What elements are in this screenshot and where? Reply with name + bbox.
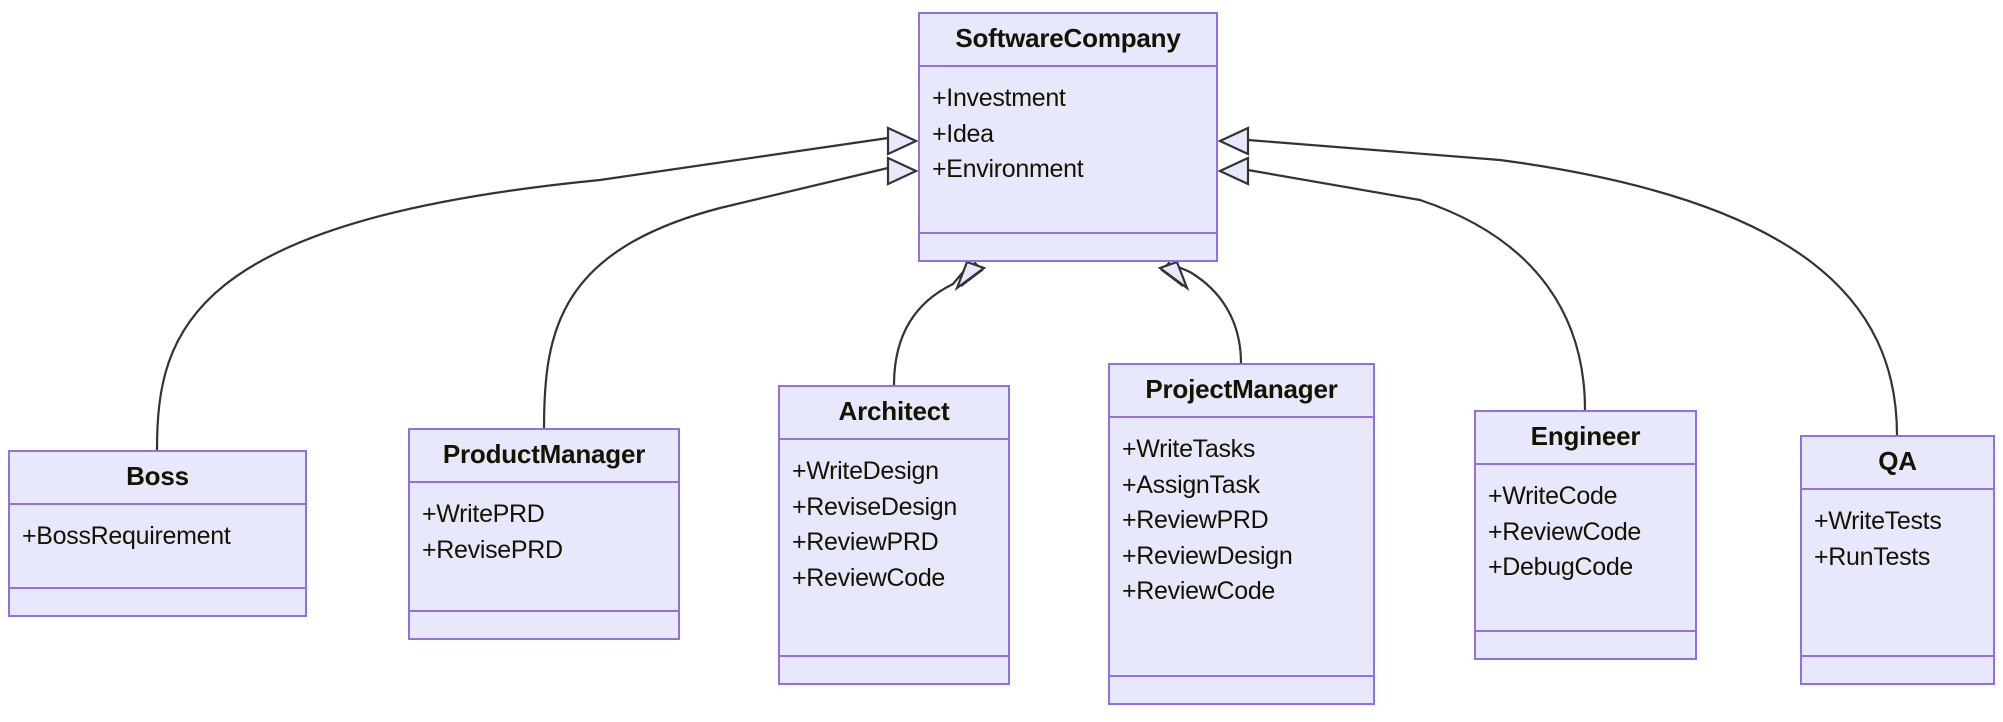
class-title-product-manager: ProductManager xyxy=(410,430,678,483)
class-methods-architect xyxy=(780,657,1008,683)
class-members-engineer: +WriteCode +ReviewCode +DebugCode xyxy=(1476,465,1695,632)
class-node-boss[interactable]: Boss +BossRequirement xyxy=(8,450,307,617)
class-member: +WriteTests xyxy=(1814,507,1942,535)
class-member: +ReviseDesign xyxy=(792,492,957,521)
class-member: +WriteCode xyxy=(1488,482,1618,510)
class-members-product-manager: +WritePRD +RevisePRD xyxy=(410,483,678,612)
class-member: +WritePRD xyxy=(422,500,545,528)
class-title-qa: QA xyxy=(1802,437,1993,490)
class-methods-engineer xyxy=(1476,632,1695,658)
class-methods-product-manager xyxy=(410,612,678,638)
class-node-project-manager[interactable]: ProjectManager +WriteTasks +AssignTask +… xyxy=(1108,363,1375,705)
class-title-architect: Architect xyxy=(780,387,1008,440)
class-node-software-company[interactable]: SoftwareCompany +Investment +Idea +Envir… xyxy=(918,12,1218,262)
class-member: +ReviewPRD xyxy=(1122,506,1269,534)
class-title-software-company: SoftwareCompany xyxy=(920,14,1216,67)
class-member: +ReviewPRD xyxy=(792,528,939,556)
class-methods-software-company xyxy=(920,234,1216,260)
class-member: +DebugCode xyxy=(1488,553,1634,581)
class-members-project-manager: +WriteTasks +AssignTask +ReviewPRD +Revi… xyxy=(1110,418,1373,677)
class-methods-qa xyxy=(1802,657,1993,683)
class-member: +WriteDesign xyxy=(792,457,939,485)
class-members-boss: +BossRequirement xyxy=(10,505,305,589)
class-member: +ReviewDesign xyxy=(1122,541,1293,570)
class-title-project-manager: ProjectManager xyxy=(1110,365,1373,418)
class-member: +AssignTask xyxy=(1122,470,1260,499)
class-member: +Environment xyxy=(932,155,1084,183)
class-member: +RevisePRD xyxy=(422,535,563,564)
class-members-software-company: +Investment +Idea +Environment xyxy=(920,67,1216,234)
class-methods-project-manager xyxy=(1110,677,1373,703)
class-members-architect: +WriteDesign +ReviseDesign +ReviewPRD +R… xyxy=(780,440,1008,657)
class-methods-boss xyxy=(10,589,305,615)
class-member: +RunTests xyxy=(1814,542,1931,571)
class-member: +ReviewCode xyxy=(1488,517,1642,546)
class-member: +Investment xyxy=(932,84,1066,112)
class-title-engineer: Engineer xyxy=(1476,412,1695,465)
edge-architect-to-softwarecompany xyxy=(892,260,987,386)
class-title-boss: Boss xyxy=(10,452,305,505)
class-member: +Idea xyxy=(932,119,994,148)
edge-projectmanager-to-softwarecompany xyxy=(1157,260,1243,364)
class-member: +ReviewCode xyxy=(1122,577,1276,605)
class-member: +ReviewCode xyxy=(792,563,946,592)
class-node-architect[interactable]: Architect +WriteDesign +ReviseDesign +Re… xyxy=(778,385,1010,685)
class-member: +WriteTasks xyxy=(1122,435,1256,463)
class-node-qa[interactable]: QA +WriteTests +RunTests xyxy=(1800,435,1995,685)
class-member: +BossRequirement xyxy=(22,522,231,550)
class-members-qa: +WriteTests +RunTests xyxy=(1802,490,1993,657)
class-node-engineer[interactable]: Engineer +WriteCode +ReviewCode +DebugCo… xyxy=(1474,410,1697,660)
class-node-product-manager[interactable]: ProductManager +WritePRD +RevisePRD xyxy=(408,428,680,640)
